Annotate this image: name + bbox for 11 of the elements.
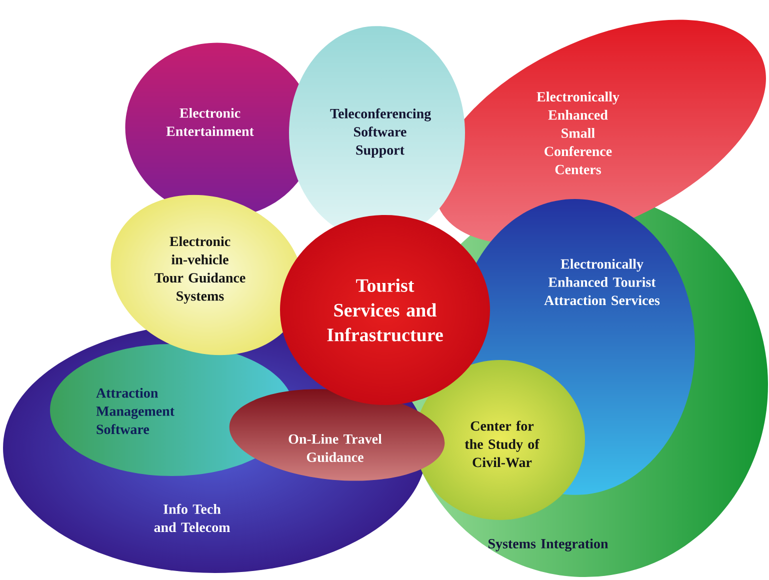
ellipse-region: Electronic in-vehicle Tour Guidance Systems (154, 236, 246, 304)
ellipse-region: Tourist Services and Infrastructure (327, 278, 443, 342)
ellipse-region: Center for the Study of Civil-War (464, 420, 540, 468)
ellipse-region: Teleconferencing Software Support (330, 108, 431, 158)
ellipse-region: Systems Integration (488, 538, 608, 552)
ellipse-region: On-Line Travel Guidance (288, 434, 382, 462)
ellipse-region: Electronically Enhanced Small Conference Centers (536, 92, 620, 174)
ellipse-region: Electronically Enhanced Tourist Attraction Services (544, 258, 660, 306)
ellipse-region: Attraction Management Software (96, 388, 174, 434)
ellipse-region: Electronic Entertainment (166, 108, 254, 136)
ellipse-region: Info Tech and Telecom (154, 504, 230, 532)
